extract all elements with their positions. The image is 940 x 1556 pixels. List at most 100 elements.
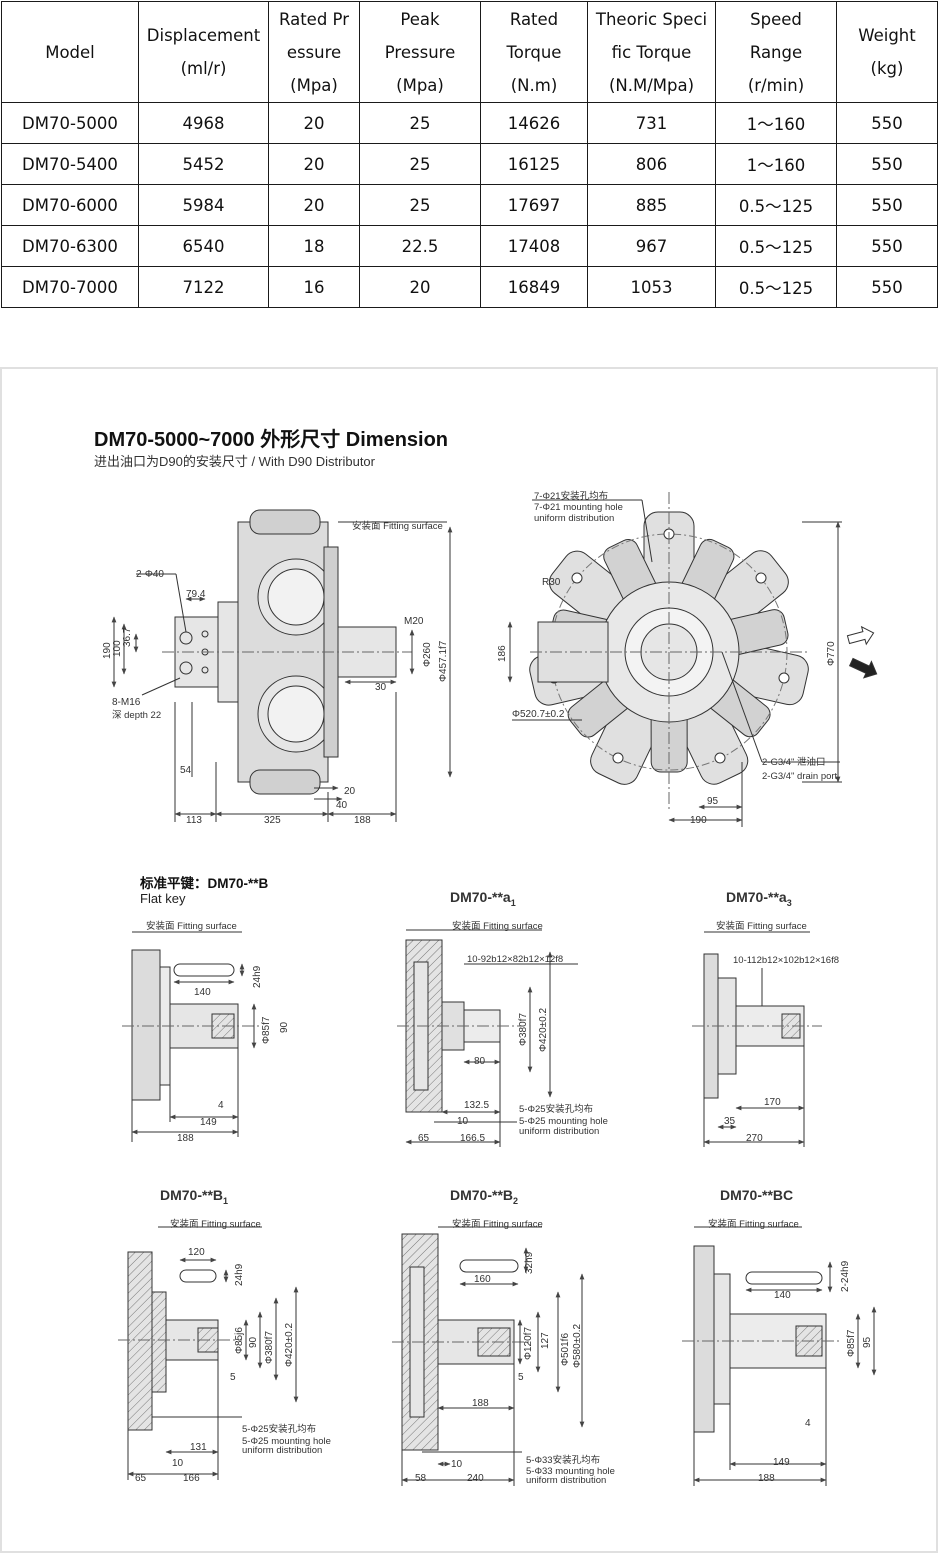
dim-149-bc: 149 <box>773 1457 790 1468</box>
table-cell: 25 <box>359 102 481 144</box>
header-model: Model <box>1 1 139 103</box>
dim-95-bc: 95 <box>862 1336 873 1348</box>
dim-5-b2: 5 <box>518 1372 524 1383</box>
label-spline-a1: 10-92b12×82b12×12f8 <box>467 954 563 965</box>
dim-240-b2: 240 <box>467 1473 484 1484</box>
table-cell: DM70-7000 <box>1 266 139 308</box>
table-cell: 6540 <box>138 225 269 267</box>
dim-phi580-b2: Φ580±0.2 <box>572 1324 583 1368</box>
a1-title: DM70-**a1 <box>450 889 516 908</box>
b1-labels: DM70-**B1 安装面 Fitting surface 120 24h9 Φ… <box>135 1187 331 1484</box>
b1-title: DM70-**B1 <box>160 1187 228 1206</box>
dim-phi520: Φ520.7±0.2 <box>512 709 565 720</box>
dim-166-b1: 166 <box>183 1473 200 1484</box>
dim-32h9-b2: 32h9 <box>524 1251 535 1274</box>
flat-key-title-en: Flat key <box>140 891 186 906</box>
dim-10-b1: 10 <box>172 1458 184 1469</box>
dim-10-a1: 10 <box>457 1116 469 1127</box>
header-displacement: Displacement(ml/r) <box>138 1 269 103</box>
dim-120-b1: 120 <box>188 1247 205 1258</box>
label-7-phi21-cn: 7-Φ21安装孔均布 <box>534 490 608 502</box>
table-cell: DM70-5000 <box>1 102 139 144</box>
flat-key-view <box>122 931 262 1142</box>
dim-phi420-b1: Φ420±0.2 <box>284 1323 295 1367</box>
dim-40: 40 <box>336 800 348 811</box>
dim-65-a1: 65 <box>418 1133 430 1144</box>
table-cell: 7122 <box>138 266 269 308</box>
dim-4-bc: 4 <box>805 1418 811 1429</box>
a3-view <box>692 931 822 1147</box>
table-cell: 1～160 <box>715 102 837 144</box>
drawing-title: DM70-5000~7000 外形尺寸 Dimension <box>94 427 448 451</box>
dim-58-b2: 58 <box>415 1473 427 1484</box>
table-cell: 17408 <box>480 225 588 267</box>
dim-188-bc: 188 <box>758 1473 775 1484</box>
label-drain-en: 2-G3/4" drain port <box>762 771 838 782</box>
table-cell: 25 <box>359 184 481 226</box>
label-drain-cn: 2-G3/4" 泄油口 <box>762 756 826 768</box>
label-mount-en2-b1: uniform distribution <box>242 1445 322 1456</box>
label-fitting-surface-b1: 安装面 Fitting surface <box>170 1218 261 1230</box>
dim-65-b1: 65 <box>135 1473 147 1484</box>
dim-140-b: 140 <box>194 987 211 998</box>
table-cell: 731 <box>587 102 716 144</box>
label-mount-en1-a1: 5-Φ25 mounting hole <box>519 1116 608 1127</box>
header-weight: Weight(kg) <box>836 1 938 103</box>
a3-title: DM70-**a3 <box>726 889 792 908</box>
label-mount-en1-b2: 5-Φ33 mounting hole <box>526 1466 615 1477</box>
dim-188-side: 188 <box>354 815 371 826</box>
table-cell: 16125 <box>480 143 588 185</box>
dim-80-a1: 80 <box>474 1056 486 1067</box>
front-view-labels: 7-Φ21安装孔均布 7-Φ21 mounting hole uniform d… <box>497 490 838 826</box>
bc-title: DM70-**BC <box>720 1187 793 1203</box>
dim-140-bc: 140 <box>774 1290 791 1301</box>
dim-170-a3: 170 <box>764 1097 781 1108</box>
label-r30: R30 <box>542 577 561 588</box>
side-view-labels: 安装面 Fitting surface 2-Φ40 79.4 36.7 100 … <box>102 520 449 826</box>
label-mount-cn-a1: 5-Φ25安装孔均布 <box>519 1103 593 1115</box>
dim-90-b1: 90 <box>248 1336 259 1348</box>
dim-188-b: 188 <box>177 1133 194 1144</box>
table-cell: 806 <box>587 143 716 185</box>
a1-view <box>397 929 578 1147</box>
a1-labels: DM70-**a1 安装面 Fitting surface 10-92b12×8… <box>418 889 608 1144</box>
dim-phi501f6-b2: Φ501f6 <box>560 1333 571 1366</box>
table-cell: 5984 <box>138 184 269 226</box>
dim-24h9-b1: 24h9 <box>234 1263 245 1286</box>
label-mount-cn-b1: 5-Φ25安装孔均布 <box>242 1423 316 1435</box>
label-mount-en2-b2: uniform distribution <box>526 1475 606 1486</box>
dim-325: 325 <box>264 815 281 826</box>
dim-113: 113 <box>186 815 202 826</box>
dim-10-b2: 10 <box>451 1459 463 1470</box>
b2-title: DM70-**B2 <box>450 1187 518 1206</box>
dimension-drawing: DM70-5000~7000 外形尺寸 Dimension 进出油口为D90的安… <box>94 427 878 1486</box>
dim-190-front: 190 <box>690 815 707 826</box>
table-cell: 967 <box>587 225 716 267</box>
table-cell: 5452 <box>138 143 269 185</box>
table-cell: 25 <box>359 143 481 185</box>
table-cell: 14626 <box>480 102 588 144</box>
dim-phi380-b1: Φ380f7 <box>264 1331 275 1364</box>
dim-4-b: 4 <box>218 1100 224 1111</box>
table-cell: 17697 <box>480 184 588 226</box>
label-fitting-surface-b: 安装面 Fitting surface <box>146 920 237 932</box>
dim-95-front: 95 <box>707 796 719 807</box>
dim-phi85f7-bc: Φ85f7 <box>846 1329 857 1357</box>
table-cell: 550 <box>836 102 938 144</box>
dim-phi85j6-b1: Φ85j6 <box>234 1327 245 1354</box>
table-cell: 4968 <box>138 102 269 144</box>
dim-79-4: 79.4 <box>186 589 206 600</box>
dim-127-b2: 127 <box>540 1332 551 1349</box>
table-cell: 16849 <box>480 266 588 308</box>
dim-149-b: 149 <box>200 1117 217 1128</box>
drawing-subtitle: 进出油口为D90的安装尺寸 / With D90 Distributor <box>94 454 376 469</box>
dim-24h9-b: 24h9 <box>252 965 263 988</box>
table-cell: 0.5～125 <box>715 225 837 267</box>
dim-phi420-a1: Φ420±0.2 <box>538 1008 549 1052</box>
